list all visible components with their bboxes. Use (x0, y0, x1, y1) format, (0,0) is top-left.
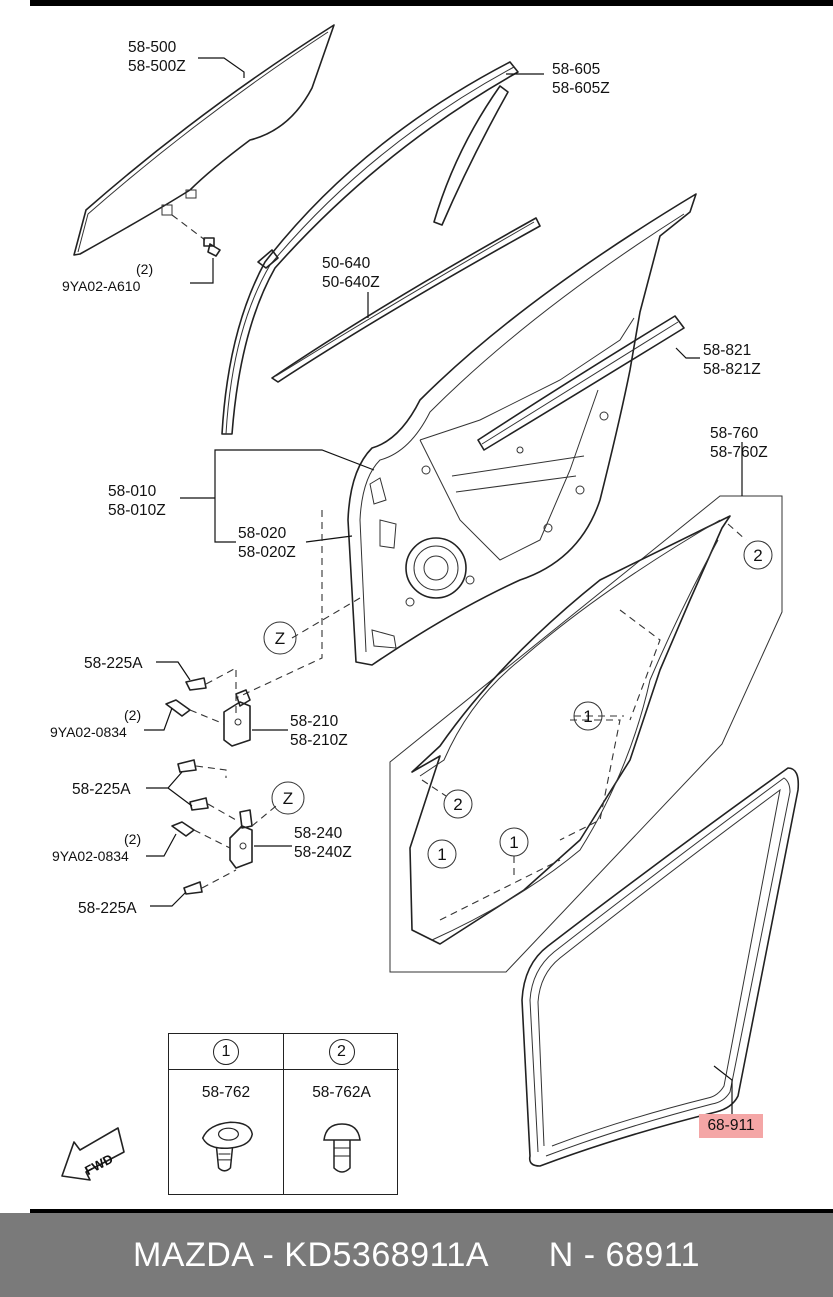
run-channel (221, 61, 519, 435)
label-molding-2: 58-821Z (703, 361, 761, 378)
leader-225a-3 (150, 891, 187, 907)
leader-glass (198, 57, 245, 78)
label-glass-2: 58-500Z (128, 58, 186, 75)
callout-2-a (743, 540, 773, 570)
label-glass-1: 58-500 (128, 39, 177, 56)
seal-box (389, 495, 783, 973)
z-callout-upper-text: Z (275, 629, 285, 648)
belt-weatherstrip (271, 217, 541, 383)
hinge-dash-3 (195, 765, 227, 778)
hinge-dash-5 (193, 829, 231, 849)
clip-icon (201, 1121, 254, 1172)
label-seal-1: 58-760 (710, 425, 759, 442)
footer-spacer (489, 1236, 549, 1275)
label-channel-2: 58-605Z (552, 80, 610, 97)
hinge-dash-4 (207, 803, 237, 821)
legend-marker-1: 1 (213, 1038, 239, 1065)
push-clip-icon (323, 1123, 361, 1173)
door-weatherstrip (521, 767, 800, 1167)
leader-door-020 (305, 535, 353, 543)
callout-2-b-text: 2 (453, 795, 462, 814)
z-callout-lower (271, 781, 305, 815)
seal-dash-2b (421, 779, 447, 797)
outer-molding (477, 315, 685, 451)
label-door-010-2: 58-010Z (108, 502, 166, 519)
leader-glass-bolt (190, 258, 214, 284)
seal-dash-2a (727, 523, 747, 541)
door-shell (347, 193, 697, 666)
leader-molding (675, 347, 700, 359)
glass-bolt (203, 237, 221, 257)
label-hinge-210-1: 58-210 (290, 713, 339, 730)
callout-texts: Z Z 2 1 2 1 1 (275, 546, 763, 864)
hinge-bolts (165, 677, 209, 895)
callout-1-a-text: 1 (583, 707, 592, 726)
legend-part-1: 58-762 (201, 1084, 251, 1101)
fwd-arrow-icon (61, 1127, 125, 1181)
leader-0834-1 (144, 707, 173, 731)
glass-bolt-dash (171, 214, 206, 241)
callout-2-a-text: 2 (753, 546, 762, 565)
clip-legend: 1 2 58-762 58-762A (168, 1033, 399, 1195)
labels: 58-500 58-500Z (2) 9YA02-A610 58-605 58-… (50, 39, 768, 917)
label-door-010-1: 58-010 (108, 483, 157, 500)
fwd-label: FWD (82, 1151, 115, 1178)
parts-diagram: 58-500 58-500Z (2) 9YA02-A610 58-605 58-… (50, 24, 800, 1181)
callout-1-b-text: 1 (437, 845, 446, 864)
label-molding-1: 58-821 (703, 342, 751, 359)
label-hinge-210-2: 58-210Z (290, 732, 348, 749)
callout-2-b (443, 789, 473, 819)
label-bolt-0834-1: 9YA02-0834 (50, 724, 127, 740)
label-hinge-240-1: 58-240 (294, 825, 343, 842)
label-belt-2: 50-640Z (322, 274, 380, 291)
z-dash-upper (235, 510, 323, 699)
top-rule (30, 0, 833, 6)
legend-col1-body: 58-762 (169, 1070, 284, 1194)
legend-col2-body: 58-762A (284, 1070, 399, 1194)
label-door-020-1: 58-020 (238, 525, 287, 542)
leader-225a-2 (146, 771, 193, 807)
label-bolt-0834-2: 9YA02-0834 (52, 848, 129, 864)
legend-col1-head: 1 (169, 1034, 284, 1070)
leader-door-shell (214, 449, 375, 543)
z-dash-lower (251, 805, 277, 827)
leader-225a-1 (156, 661, 191, 681)
leader-weatherstrip (713, 1065, 733, 1116)
label-channel-1: 58-605 (552, 61, 600, 78)
hinge-dash-2 (189, 709, 225, 725)
label-hinge-240-2: 58-240Z (294, 844, 352, 861)
footer-bar: MAZDA - KD5368911A N - 68911 (0, 1213, 833, 1297)
door-glass (73, 24, 335, 256)
label-bolt-225a-2: 58-225A (72, 781, 131, 798)
legend-part-2: 58-762A (312, 1084, 371, 1101)
label-bolt-0834-2-qty: (2) (124, 831, 141, 847)
hinge-dash-6 (201, 869, 237, 889)
weatherstrip-part-number: 68-911 (699, 1114, 763, 1138)
z-callout-upper (263, 621, 297, 655)
label-glass-bolt-qty: (2) (136, 261, 153, 277)
upper-hinge (223, 689, 251, 747)
legend-marker-2: 2 (328, 1038, 355, 1065)
leader-0834-2 (146, 833, 177, 857)
label-bolt-225a-3: 58-225A (78, 900, 137, 917)
label-door-020-2: 58-020Z (238, 544, 296, 561)
bottom-rule (30, 1209, 833, 1213)
footer-ref-number: N - 68911 (548, 1235, 701, 1274)
footer-part-number: MAZDA - KD5368911A (132, 1235, 490, 1274)
label-bolt-0834-1-qty: (2) (124, 707, 141, 723)
legend-col2-head: 2 (284, 1034, 399, 1070)
label-belt-1: 50-640 (322, 255, 371, 272)
label-bolt-225a-1: 58-225A (84, 655, 143, 672)
label-seal-2: 58-760Z (710, 444, 768, 461)
z-callout-lower-text: Z (283, 789, 293, 808)
callout-1-b (427, 839, 457, 869)
hinge-dash-1 (205, 667, 237, 718)
callout-1-c-text: 1 (509, 833, 518, 852)
label-glass-bolt: 9YA02-A610 (62, 278, 141, 294)
z-dash-callout (291, 597, 361, 639)
